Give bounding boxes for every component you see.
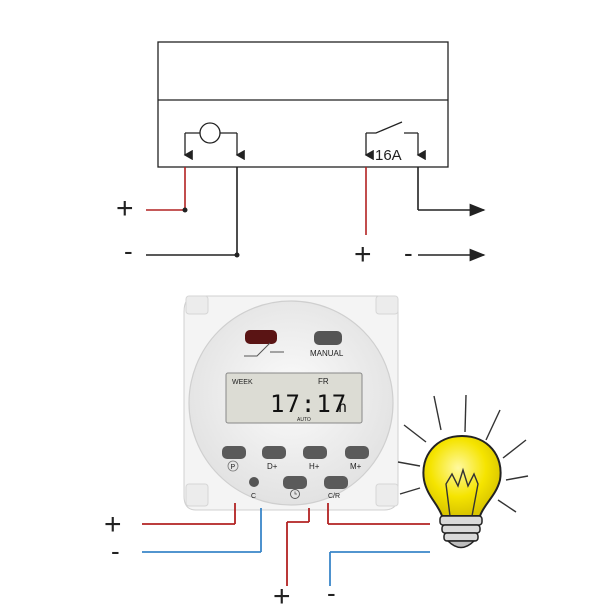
lcd-time: 17:17 xyxy=(270,390,347,418)
program-label-ring xyxy=(227,460,239,472)
schematic-input-minus: - xyxy=(124,236,133,266)
device-wires xyxy=(142,503,430,586)
program-button[interactable] xyxy=(222,446,246,459)
timer-device: MANUAL WEEK FR 17:17 n AUTO P D+ H+ M+ C xyxy=(183,295,399,511)
relay-switch-symbol: 16A xyxy=(364,121,426,164)
minute-plus-label: M+ xyxy=(350,462,362,471)
lcd-suffix: n xyxy=(338,398,347,416)
manual-button[interactable] xyxy=(314,331,342,345)
cr-label: C/R xyxy=(328,493,340,500)
schematic-output-plus: + xyxy=(354,238,372,271)
day-plus-button[interactable] xyxy=(262,446,286,459)
schematic-input-plus: + xyxy=(116,192,134,225)
clear-label: C xyxy=(251,493,256,500)
hour-plus-button[interactable] xyxy=(303,446,327,459)
clock-button[interactable] xyxy=(283,476,307,489)
minute-plus-button[interactable] xyxy=(345,446,369,459)
lcd-day-label: FR xyxy=(318,377,329,386)
light-bulb-icon xyxy=(397,394,529,549)
lcd-mode: AUTO xyxy=(297,417,311,423)
schematic-output-minus: - xyxy=(404,238,413,268)
clear-button[interactable] xyxy=(249,477,259,487)
switch-indicator-icon xyxy=(244,342,284,357)
relay-rating-label: 16A xyxy=(375,147,402,164)
schematic-block: 16A xyxy=(157,41,449,168)
lcd-week-label: WEEK xyxy=(232,379,253,386)
device-bottom-plus: + xyxy=(273,580,291,610)
cr-button[interactable] xyxy=(324,476,348,489)
schematic-wires xyxy=(146,167,486,262)
hour-plus-label: H+ xyxy=(309,462,320,471)
day-plus-label: D+ xyxy=(267,462,278,471)
manual-label: MANUAL xyxy=(310,349,344,358)
device-input-minus: - xyxy=(111,536,120,566)
coil-symbol xyxy=(183,122,245,161)
lower-controls: C C/R xyxy=(249,476,348,500)
device-input-plus: + xyxy=(104,508,122,541)
clock-icon xyxy=(290,489,300,499)
status-led xyxy=(245,330,277,344)
program-label: P xyxy=(231,464,236,471)
lcd-display: WEEK FR 17:17 n AUTO xyxy=(225,372,363,424)
device-bottom-minus: - xyxy=(327,578,336,608)
function-buttons: P D+ H+ M+ xyxy=(222,446,369,472)
